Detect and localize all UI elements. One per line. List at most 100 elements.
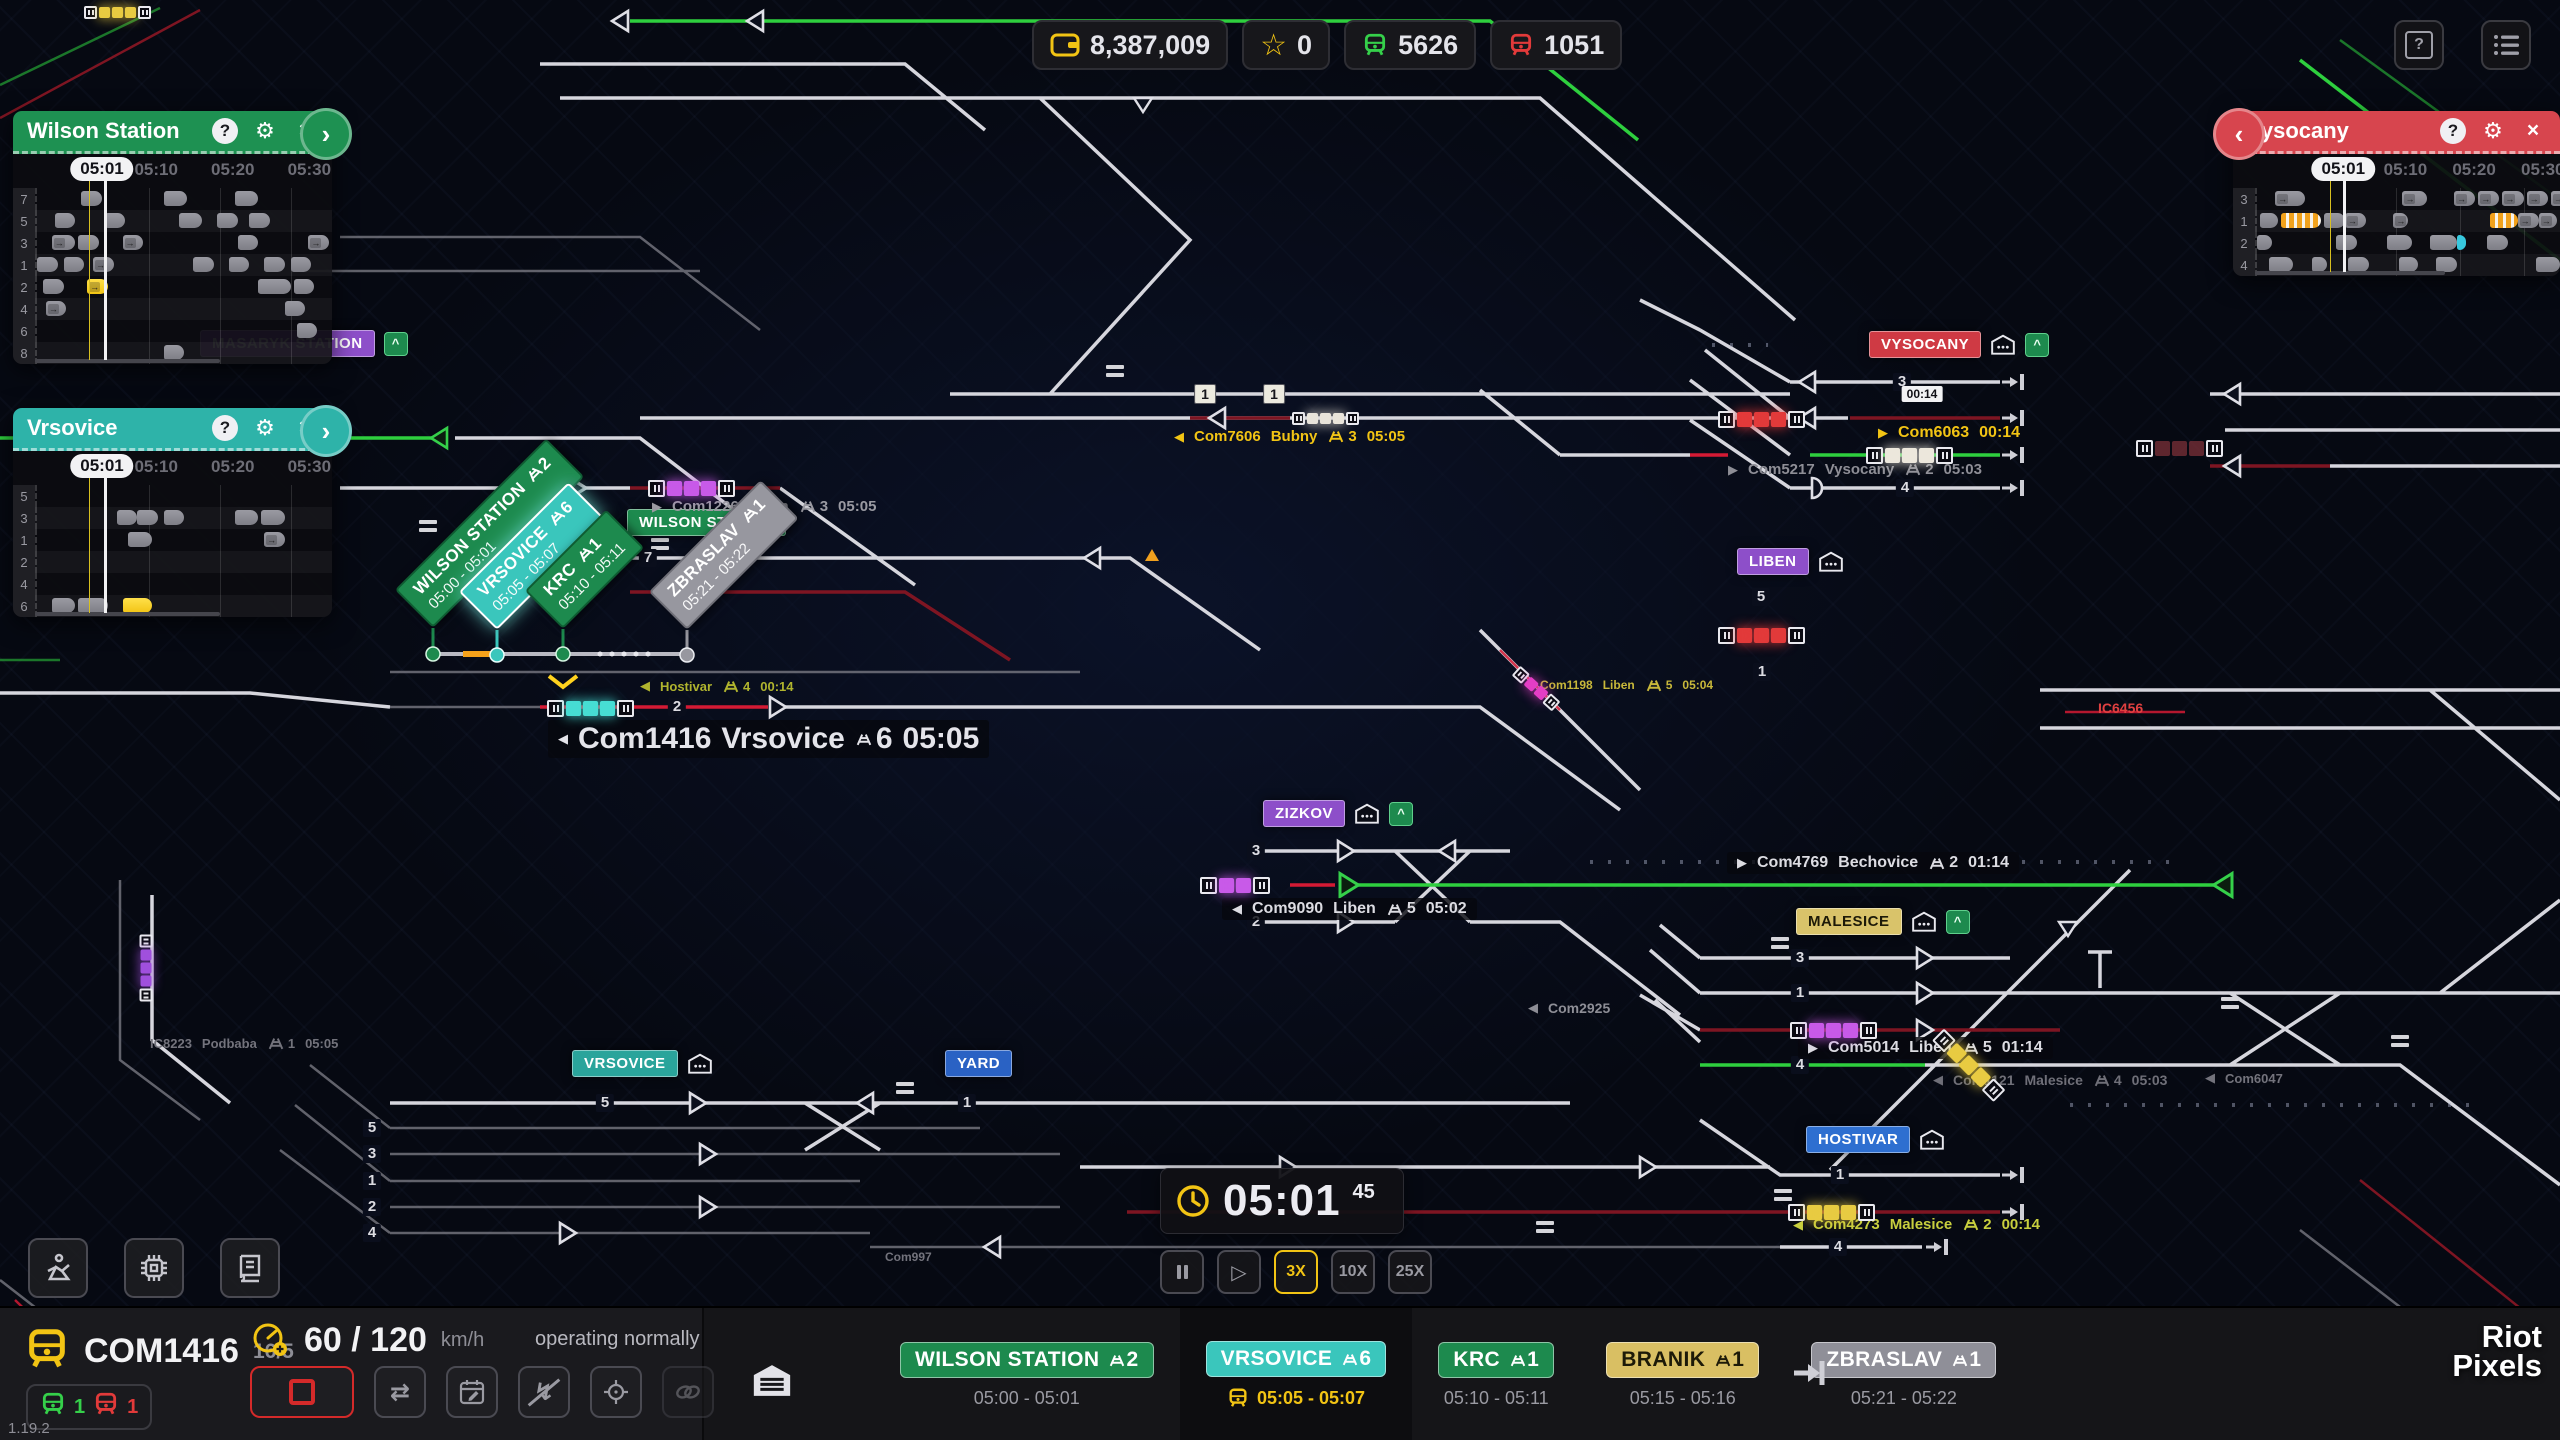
schedule-block[interactable] [163,191,188,206]
station-badge[interactable]: Hostivar [1806,1126,1911,1153]
platform-track[interactable]: → [35,254,332,276]
speed-10x-button[interactable]: 10X [1331,1250,1375,1294]
station-expand-button[interactable]: ^ [2025,332,2050,357]
schedule-block[interactable]: → [2517,213,2539,228]
settings-icon[interactable]: ⚙ [2483,118,2503,143]
schedule-block[interactable] [290,257,312,272]
platform-track[interactable]: → → → [35,232,332,254]
schedule-block[interactable]: → [45,301,67,316]
schedule-block[interactable] [2269,257,2294,272]
train-label[interactable]: ◀Com6047 [2205,1070,2283,1086]
schedule-block[interactable]: → [264,532,285,547]
platform-track[interactable] [35,595,332,617]
train-label[interactable]: Com997 [885,1250,932,1264]
platform-track[interactable]: →→→→ [2255,210,2560,232]
schedule-block[interactable] [163,510,185,525]
edit-schedule-button[interactable] [446,1366,498,1418]
platform-track[interactable] [35,573,332,595]
schedule-block[interactable] [234,191,259,206]
train[interactable] [1788,1204,1875,1221]
schedule-block[interactable]: → [2453,191,2476,206]
platform-track[interactable]: → [35,298,332,320]
schedule-block[interactable] [293,279,315,294]
schedule-block[interactable]: → [2502,191,2524,206]
schedule-block[interactable]: → [87,279,108,294]
speed-3x-button[interactable]: 3X [1274,1250,1318,1294]
train-label[interactable]: IC6456 [2098,700,2143,716]
speed-25x-button[interactable]: 25X [1388,1250,1432,1294]
schedule-block[interactable]: → [2402,191,2427,206]
scrollbar[interactable] [35,612,221,616]
schedule-block[interactable] [63,257,85,272]
depot-icon[interactable] [687,1052,713,1076]
train[interactable] [139,934,153,1002]
link-button[interactable] [662,1366,714,1418]
expand-button[interactable]: › [300,405,352,457]
depot-icon[interactable] [1919,1128,1945,1152]
schedule-block[interactable] [284,301,306,316]
schedule-block[interactable] [122,598,153,613]
schedule-block[interactable] [2399,257,2418,272]
schedule-block[interactable] [51,598,76,613]
schedule-block[interactable] [264,257,285,272]
disable-boost-button[interactable]: ↯ [518,1366,570,1418]
depot-icon[interactable] [1990,333,2016,357]
station-badge[interactable]: Malesice [1796,908,1902,935]
station-badge[interactable]: Vrsovice [572,1050,678,1077]
schedule-block[interactable]: → [51,235,76,250]
train[interactable] [84,6,151,19]
train-counts-pill[interactable]: 1 1 [26,1384,153,1430]
train[interactable] [2136,440,2223,457]
schedule-block[interactable] [2456,235,2467,250]
schedule-sign[interactable]: Zbraslav105:21 - 05:22 [648,479,799,630]
schedule-block[interactable] [2335,235,2357,250]
schedule-block[interactable]: → [308,235,330,250]
route-stop[interactable]: Wilson Station205:00 - 05:01 [874,1308,1180,1440]
schedule-block[interactable] [178,213,203,228]
platform-track[interactable] [35,188,332,210]
schedule-block[interactable] [116,510,138,525]
station-expand-button[interactable]: ^ [1389,801,1413,826]
schedule-block[interactable]: → [122,235,144,250]
schedule-sign[interactable]: Wilson Station205:00 - 05:01 [394,438,585,628]
platform-track[interactable]: → [35,529,332,551]
schedule-block[interactable] [2281,213,2321,228]
close-icon[interactable]: × [2526,119,2540,142]
schedule-block[interactable] [2490,213,2518,228]
schedule-block[interactable] [216,213,238,228]
schedule-block[interactable] [2429,235,2457,250]
platform-track[interactable] [2255,254,2560,276]
construction-mode-button[interactable] [28,1238,88,1298]
depot-icon[interactable] [1818,550,1844,574]
schedule-block[interactable] [234,510,259,525]
schedule-block[interactable] [2347,257,2370,272]
train[interactable] [1790,1022,1877,1039]
schedule-block[interactable] [228,257,250,272]
reroute-button[interactable]: ⇄ [374,1366,426,1418]
platform-track[interactable]: →→→→→→→ [2255,188,2560,210]
pause-button[interactable] [1160,1250,1204,1294]
schedule-block[interactable]: → [2538,213,2557,228]
scrollbar[interactable] [2255,271,2445,275]
schedule-block[interactable]: → [2344,213,2367,228]
collapse-button[interactable]: ‹ [2213,108,2265,160]
schedule-sign[interactable]: Krc105:10 - 05:11 [524,509,645,629]
train[interactable] [1718,411,1805,428]
station-badge[interactable]: Zizkov [1263,800,1345,827]
schedule-block[interactable] [296,323,318,338]
automation-button[interactable] [124,1238,184,1298]
schedule-block[interactable] [37,257,58,272]
stop-train-button[interactable] [250,1366,354,1418]
route-stop[interactable]: Zbraslav105:21 - 05:22 [1785,1308,2022,1440]
train[interactable] [1866,447,1953,464]
